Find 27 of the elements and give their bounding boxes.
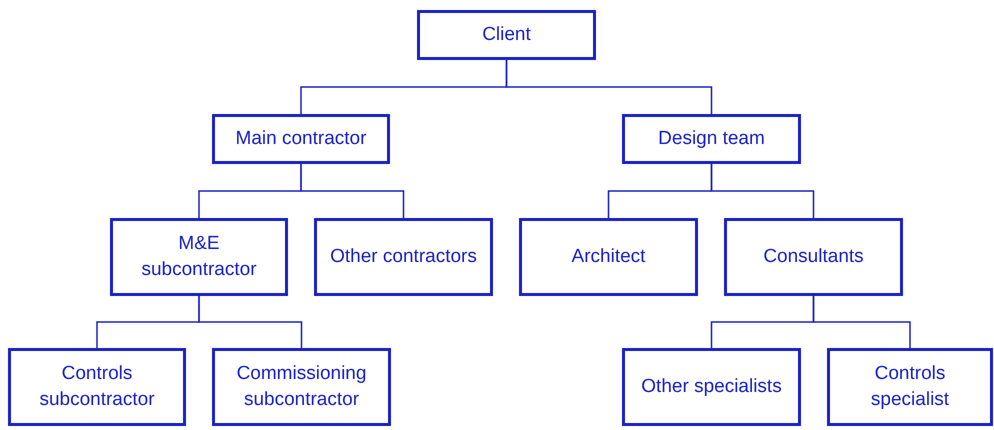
org-box [212,348,391,426]
node-label: Controls specialist [870,362,950,412]
connector-line [198,296,302,348]
org-box [417,10,596,60]
org-box [519,218,698,296]
connector-line [710,164,814,218]
node-label: Design team [658,127,765,151]
node-label: Commissioning subcontractor [236,362,368,412]
node-label: Architect [572,245,646,269]
org-box [8,348,186,426]
org-box [212,114,390,164]
connector-line [300,164,404,218]
connector-line [812,296,911,348]
node-label: Controls subcontractor [38,362,156,412]
node-label: Consultants [763,245,864,269]
node-label: Other specialists [641,375,782,399]
org-box [622,114,801,164]
org-box [827,348,993,426]
node-label: Other contractors [330,245,477,269]
connector-line [506,60,712,114]
org-box [314,218,493,296]
node-label: Main contractor [236,127,366,151]
org-box [622,348,801,426]
node-label: Client [482,23,531,47]
node-label: M&E subcontractor [140,232,258,282]
org-box [110,218,288,296]
org-box [724,218,903,296]
